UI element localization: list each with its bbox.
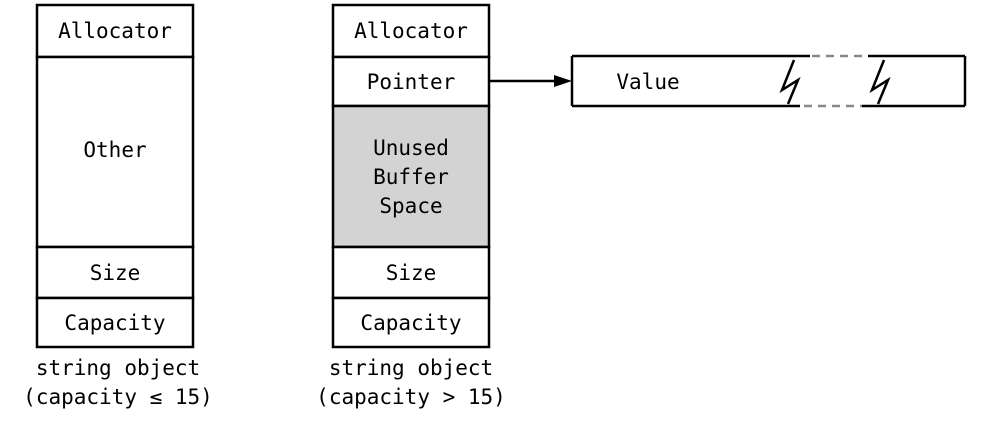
left-other-label: Other [83,138,146,162]
left-size-label: Size [90,261,141,285]
right-unused-label: Unused [373,136,449,160]
pointer-arrowhead-icon [554,75,572,87]
right-space-label: Space [379,194,442,218]
left-other-cell [35,55,195,249]
left-allocator-cell [35,3,195,59]
heap-value-buffer: Value [570,54,967,108]
right-size-cell [331,245,491,300]
right-capacity-label: Capacity [360,311,461,335]
right-pointer-cell [331,55,491,108]
left-caption-line1: string object [36,356,200,380]
right-capacity-cell [331,296,491,349]
right-size-label: Size [386,261,437,285]
right-caption-line1: string object [329,356,493,380]
right-string-object: Allocator Pointer Unused Buffer Space Si… [316,3,506,409]
pointer-arrow [489,75,572,87]
break-mark-left-icon [779,59,801,105]
left-caption-line2: (capacity ≤ 15) [23,385,213,409]
left-allocator-label: Allocator [58,19,172,43]
left-string-object: Allocator Other Size Capacity string obj… [23,3,213,409]
break-mark-right-icon [869,59,891,105]
left-capacity-cell [35,296,195,349]
right-caption-line2: (capacity > 15) [316,385,506,409]
right-buffer-label: Buffer [373,165,449,189]
buffer-value-label: Value [616,70,679,94]
right-pointer-label: Pointer [367,70,456,94]
left-capacity-label: Capacity [64,311,165,335]
right-allocator-label: Allocator [354,19,468,43]
